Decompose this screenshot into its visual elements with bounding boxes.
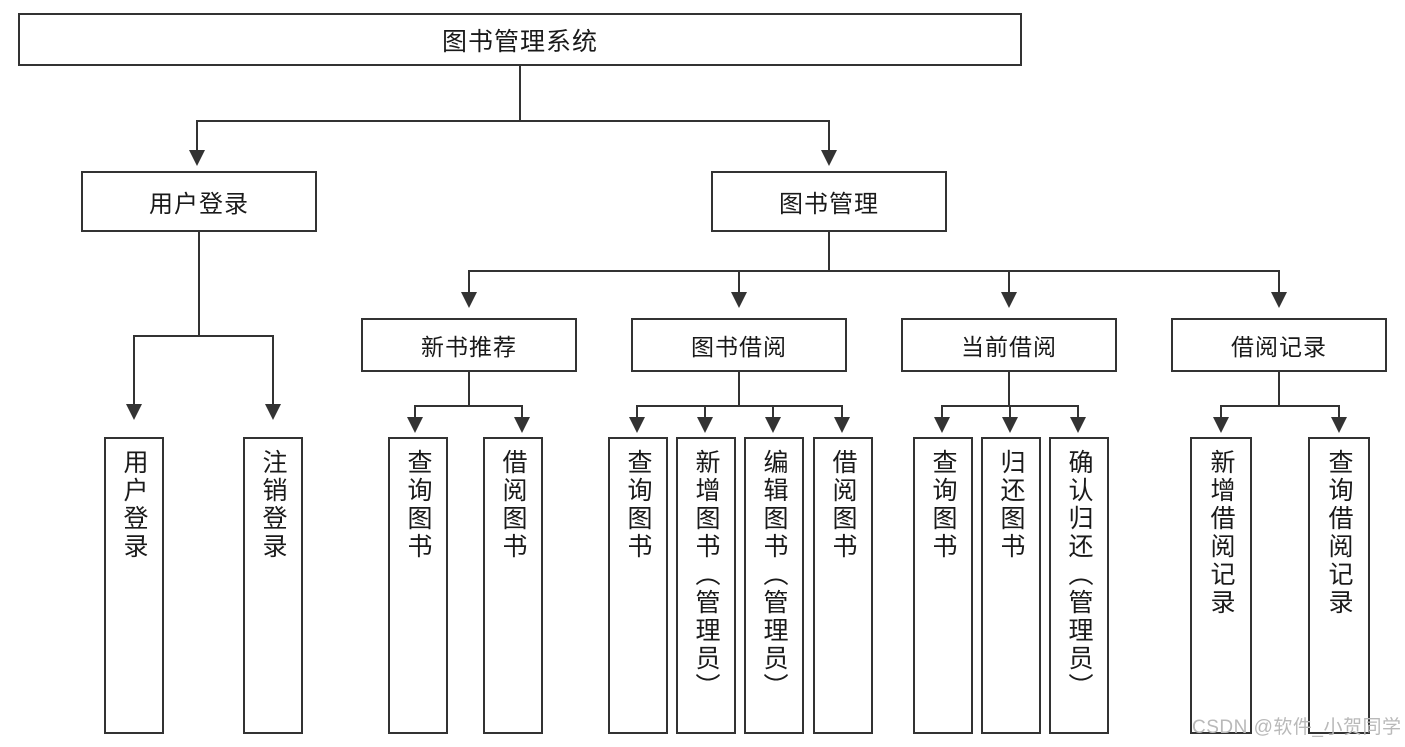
connector-bb-1 xyxy=(636,405,638,417)
connector-bb-3 xyxy=(772,405,774,417)
leaf-query-book-current[interactable]: 查询图书 xyxy=(913,437,973,734)
leaf-add-borrow-record[interactable]: 新增借阅记录 xyxy=(1190,437,1252,734)
node-label: 借阅图书 xyxy=(499,449,527,561)
connector-new-book-drop xyxy=(468,372,470,406)
arrow-to-leaf-query-book-b xyxy=(629,417,645,433)
node-label: 借阅记录 xyxy=(1231,334,1327,360)
node-label: 查询图书 xyxy=(624,449,652,561)
connector-user-login-right xyxy=(272,335,274,404)
node-label: 用户登录 xyxy=(149,191,249,218)
connector-root-to-book-mgmt xyxy=(828,120,830,150)
node-label: 借阅图书 xyxy=(829,449,857,561)
connector-br-1 xyxy=(1220,405,1222,417)
connector-borrow-records-drop xyxy=(1278,372,1280,406)
node-label: 确认归还（管理员） xyxy=(1065,449,1093,701)
node-label: 注销登录 xyxy=(259,449,287,561)
leaf-return-book[interactable]: 归还图书 xyxy=(981,437,1041,734)
connector-to-borrow-records xyxy=(1278,270,1280,292)
connector-book-borrow-drop xyxy=(738,372,740,406)
arrow-to-new-book xyxy=(461,292,477,308)
leaf-borrow-book[interactable]: 借阅图书 xyxy=(813,437,873,734)
connector-cb-1 xyxy=(941,405,943,417)
connector-user-login-left xyxy=(133,335,135,404)
arrow-to-leaf-query-book-a xyxy=(407,417,423,433)
node-new-book-recommend[interactable]: 新书推荐 xyxy=(361,318,577,372)
connector-book-borrow-bar xyxy=(636,405,842,407)
leaf-query-book-recommend[interactable]: 查询图书 xyxy=(388,437,448,734)
node-label: 图书管理系统 xyxy=(441,27,598,56)
connector-bb-4 xyxy=(841,405,843,417)
node-label: 图书管理 xyxy=(779,191,879,218)
arrow-to-leaf-add-record xyxy=(1213,417,1229,433)
arrow-to-leaf-user-login xyxy=(126,404,142,420)
node-label: 编辑图书（管理员） xyxy=(760,449,788,701)
arrow-to-user-login xyxy=(189,150,205,166)
node-label: 用户登录 xyxy=(120,449,148,561)
leaf-logout[interactable]: 注销登录 xyxy=(243,437,303,734)
arrow-to-leaf-edit-book xyxy=(765,417,781,433)
connector-bb-2 xyxy=(704,405,706,417)
node-book-borrow[interactable]: 图书借阅 xyxy=(631,318,847,372)
node-label: 查询借阅记录 xyxy=(1325,449,1353,617)
node-root-system[interactable]: 图书管理系统 xyxy=(18,13,1022,66)
connector-new-book-bar xyxy=(414,405,522,407)
leaf-edit-book-admin[interactable]: 编辑图书（管理员） xyxy=(744,437,804,734)
connector-borrow-records-bar xyxy=(1220,405,1339,407)
node-borrow-records[interactable]: 借阅记录 xyxy=(1171,318,1387,372)
node-label: 图书借阅 xyxy=(691,334,787,360)
connector-cb-2 xyxy=(1009,405,1011,417)
connector-cb-3 xyxy=(1077,405,1079,417)
node-label: 查询图书 xyxy=(404,449,432,561)
leaf-user-login[interactable]: 用户登录 xyxy=(104,437,164,734)
node-book-management[interactable]: 图书管理 xyxy=(711,171,947,232)
connector-new-book-l xyxy=(414,405,416,417)
leaf-confirm-return-admin[interactable]: 确认归还（管理员） xyxy=(1049,437,1109,734)
node-label: 归还图书 xyxy=(997,449,1025,561)
node-label: 新书推荐 xyxy=(421,334,517,360)
arrow-to-leaf-return-book xyxy=(1002,417,1018,433)
leaf-add-book-admin[interactable]: 新增图书（管理员） xyxy=(676,437,736,734)
connector-book-mgmt-drop xyxy=(828,232,830,272)
node-label: 查询图书 xyxy=(929,449,957,561)
node-user-login[interactable]: 用户登录 xyxy=(81,171,317,232)
node-label: 当前借阅 xyxy=(961,334,1057,360)
leaf-query-book-borrow[interactable]: 查询图书 xyxy=(608,437,668,734)
arrow-to-book-mgmt xyxy=(821,150,837,166)
connector-current-borrow-drop xyxy=(1008,372,1010,406)
leaf-query-borrow-record[interactable]: 查询借阅记录 xyxy=(1308,437,1370,734)
arrow-to-borrow-records xyxy=(1271,292,1287,308)
connector-new-book-r xyxy=(521,405,523,417)
connector-to-new-book xyxy=(468,270,470,292)
arrow-to-leaf-confirm-return xyxy=(1070,417,1086,433)
arrow-to-leaf-add-book xyxy=(697,417,713,433)
leaf-borrow-book-recommend[interactable]: 借阅图书 xyxy=(483,437,543,734)
connector-book-mgmt-bar xyxy=(468,270,1278,272)
arrow-to-leaf-query-record xyxy=(1331,417,1347,433)
connector-root-bar xyxy=(196,120,830,122)
arrow-to-leaf-logout xyxy=(265,404,281,420)
connector-to-book-borrow xyxy=(738,270,740,292)
connector-user-login-bar xyxy=(133,335,274,337)
node-label: 新增借阅记录 xyxy=(1207,449,1235,617)
connector-root-drop xyxy=(519,66,521,121)
arrow-to-book-borrow xyxy=(731,292,747,308)
arrow-to-leaf-borrow-book-a xyxy=(514,417,530,433)
connector-user-login-drop xyxy=(198,232,200,336)
node-label: 新增图书（管理员） xyxy=(692,449,720,701)
arrow-to-leaf-borrow-book-b xyxy=(834,417,850,433)
arrow-to-current-borrow xyxy=(1001,292,1017,308)
node-current-borrow[interactable]: 当前借阅 xyxy=(901,318,1117,372)
connector-to-current-borrow xyxy=(1008,270,1010,292)
arrow-to-leaf-query-book-c xyxy=(934,417,950,433)
connector-br-2 xyxy=(1338,405,1340,417)
connector-root-to-user-login xyxy=(196,120,198,150)
